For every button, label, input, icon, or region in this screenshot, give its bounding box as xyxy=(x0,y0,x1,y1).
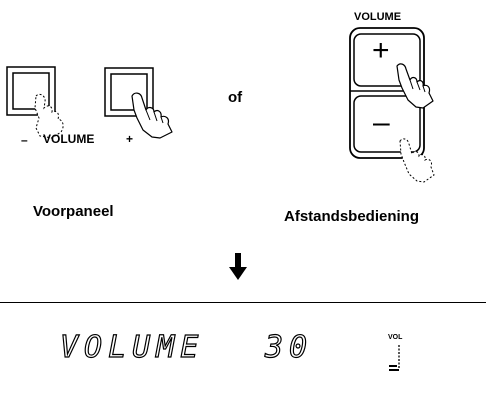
or-text: of xyxy=(228,89,243,106)
remote-minus-symbol: – xyxy=(373,106,390,139)
display-text: VOLUME xyxy=(59,330,205,365)
pointing-hand-icon xyxy=(131,92,173,139)
remote-volume-title: VOLUME xyxy=(354,11,402,23)
display-vol-indicator-label: VOL xyxy=(388,334,403,341)
front-panel-plus-label: + xyxy=(126,132,134,146)
remote-caption: Afstandsbediening xyxy=(284,208,420,225)
front-panel-minus-label: – xyxy=(21,133,28,147)
remote-control xyxy=(349,27,425,159)
display-vol-level-indicator xyxy=(389,345,400,371)
remote-plus-symbol: + xyxy=(372,34,390,67)
dotted-hand-icon xyxy=(399,138,435,183)
down-arrow-icon xyxy=(229,253,247,280)
pointing-hand-icon xyxy=(396,63,434,109)
front-panel-minus-button[interactable] xyxy=(6,66,56,116)
front-panel-caption: Voorpaneel xyxy=(33,203,114,220)
display-value: 30 xyxy=(264,330,314,365)
dotted-hand-icon xyxy=(34,93,64,139)
display-panel xyxy=(0,302,486,395)
front-panel-volume-label: VOLUME xyxy=(43,132,95,146)
